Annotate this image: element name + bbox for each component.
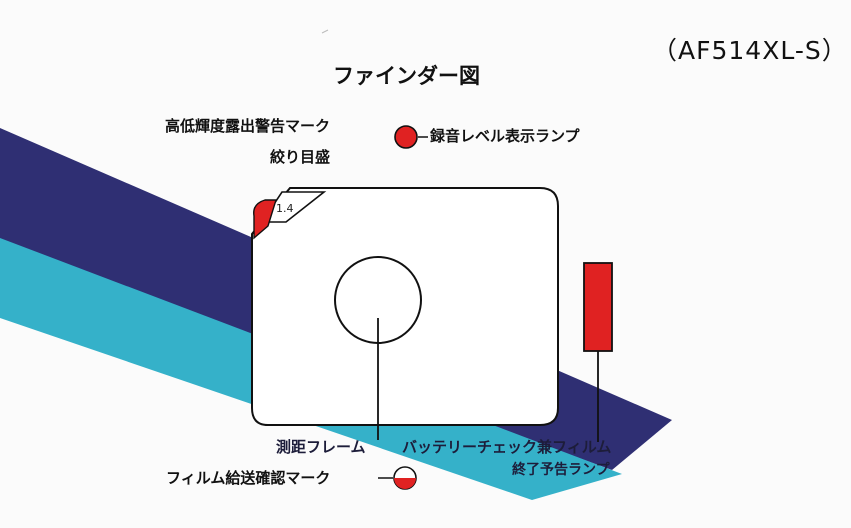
label-battery-check: バッテリーチェック兼フィルム xyxy=(402,438,612,456)
recording-level-lamp xyxy=(394,125,418,149)
label-hi-lo-warning: 高低輝度露出警告マーク xyxy=(165,117,331,135)
label-metering-frame: 測距フレーム xyxy=(276,438,366,456)
svg-text:1.4: 1.4 xyxy=(276,202,294,215)
label-end-warning-lamp: 終了予告ランプ xyxy=(512,462,610,478)
model-name: （AF514XL-S） xyxy=(652,36,848,65)
battery-check-lamp xyxy=(583,262,613,352)
diagram-title: ファインダー図 xyxy=(333,64,480,88)
label-aperture-scale: 絞り目盛 xyxy=(270,148,331,166)
hi-lo-warning-mark xyxy=(253,199,277,240)
label-recording-level-lamp: 録音レベル表示ランプ xyxy=(430,127,580,145)
label-film-feed-mark: フィルム給送確認マーク xyxy=(166,469,331,487)
